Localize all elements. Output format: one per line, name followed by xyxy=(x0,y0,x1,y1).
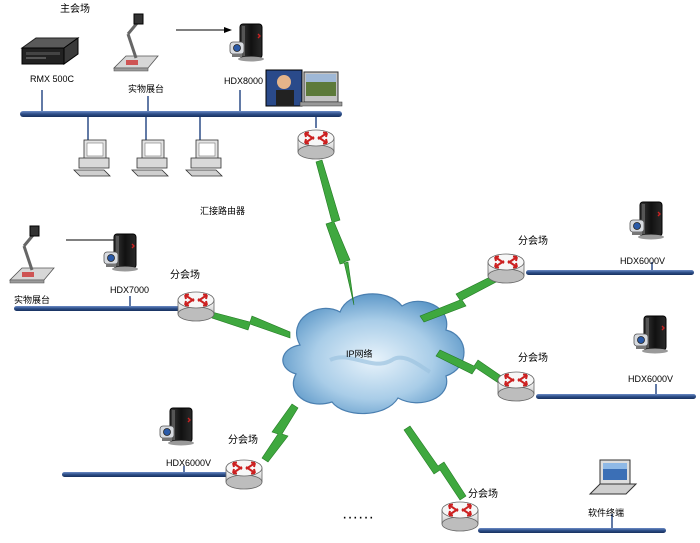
codec-icon xyxy=(229,23,265,63)
router-icon xyxy=(441,501,479,532)
router-icon xyxy=(297,129,335,160)
bottom-left-codec-label: HDX6000V xyxy=(166,458,211,468)
codec-icon xyxy=(629,201,665,241)
bottom-right-codec-label: 软件终端 xyxy=(588,507,624,518)
pc-icon xyxy=(185,139,223,177)
more-sites-ellipsis: ······ xyxy=(342,509,374,526)
arrow-head xyxy=(224,27,232,33)
bottom-left-lan-bar xyxy=(62,472,234,477)
right-top-site-title: 分会场 xyxy=(518,234,548,247)
video-thumbnail-icon xyxy=(265,69,343,107)
pc-icon xyxy=(73,139,111,177)
bottom-right-lan-bar xyxy=(478,528,666,533)
laptop-icon xyxy=(588,459,638,495)
left-site-title: 分会场 xyxy=(170,268,200,281)
doc-camera-icon xyxy=(112,12,160,73)
codec-icon xyxy=(159,407,195,447)
router-icon xyxy=(177,291,215,322)
mcu-label: RMX 500C xyxy=(30,74,75,84)
right-top-lan-bar xyxy=(526,270,694,275)
bottom-right-site-title: 分会场 xyxy=(468,487,498,500)
router-icon xyxy=(487,253,525,284)
router-icon xyxy=(225,459,263,490)
router-icon xyxy=(497,371,535,402)
left-doc-camera-label: 实物展台 xyxy=(14,294,50,305)
left-lan-bar xyxy=(14,306,184,311)
main-doc-camera-label: 实物展台 xyxy=(128,83,164,94)
bottom-left-site-title: 分会场 xyxy=(228,433,258,446)
main-codec-label: HDX8000 xyxy=(224,76,263,86)
doc-camera-icon xyxy=(8,224,56,285)
right-mid-lan-bar xyxy=(536,394,696,399)
wan-links xyxy=(211,159,505,501)
right-mid-site-title: 分会场 xyxy=(518,351,548,364)
right-mid-codec-label: HDX6000V xyxy=(628,374,673,384)
cloud-label: IP网络 xyxy=(346,348,373,359)
main-site-title: 主会场 xyxy=(60,2,90,15)
mcu-icon xyxy=(20,37,80,65)
cloud-icon xyxy=(282,293,465,415)
left-codec-label: HDX7000 xyxy=(110,285,149,295)
main-lan-drops xyxy=(41,90,317,140)
aggregation-router-label: 汇接路由器 xyxy=(200,205,245,216)
main-lan-bar xyxy=(20,111,342,117)
right-top-codec-label: HDX6000V xyxy=(620,256,665,266)
codec-icon xyxy=(633,315,669,355)
pc-icon xyxy=(131,139,169,177)
